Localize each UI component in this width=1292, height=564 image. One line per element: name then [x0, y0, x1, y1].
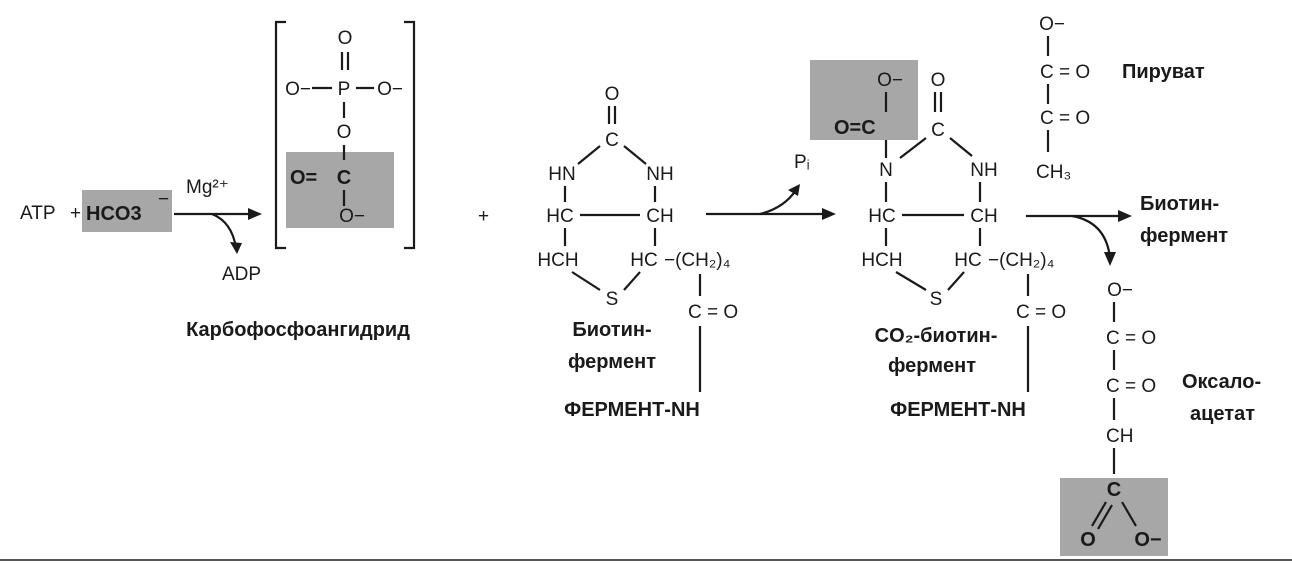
- single-bond-line: [571, 271, 601, 291]
- oxaloacetate-o2: O−: [1134, 529, 1161, 551]
- co2biotin-hch: HCH: [861, 250, 902, 271]
- pyruvate-label: Пируват: [1122, 61, 1205, 83]
- double-bond-line: [1091, 501, 1107, 527]
- oxaloacetate-carboxyl-highlight: [1060, 478, 1168, 556]
- biotin-hc: HC: [546, 206, 573, 227]
- mg-cofactor: Mg²⁺: [186, 177, 229, 198]
- adp-arrow-head: [230, 242, 242, 254]
- biotin-carbonyl: C = O: [688, 302, 738, 323]
- carboxyl-highlight: [286, 152, 394, 228]
- co2biotin-nh: NH: [970, 160, 997, 181]
- biotin-chain: −(CH₂)₄: [664, 250, 731, 271]
- pi-arrow-head: [788, 184, 800, 196]
- arrow-head-1: [248, 208, 262, 220]
- single-bond-line: [949, 137, 973, 157]
- single-bond-line: [1121, 501, 1137, 527]
- bridge-oxygen: O: [337, 122, 352, 143]
- biotin-sulfur: S: [606, 289, 619, 310]
- phosphate-o-right: O−: [377, 79, 403, 100]
- co2biotin-enzyme-nh: ФЕРМЕНТ-NH: [890, 399, 1026, 421]
- single-bond-line: [577, 145, 601, 165]
- bracket-left: [274, 20, 286, 250]
- biotin-hch: HCH: [537, 250, 578, 271]
- phosphorus-atom: P: [338, 79, 351, 100]
- biotin-enzyme-label-2: фермент: [568, 351, 656, 373]
- released-biotin-label-1: Биотин-: [1140, 193, 1219, 215]
- carboxyl-o-minus: O−: [339, 206, 365, 227]
- bracket-right: [404, 20, 416, 250]
- single-bond-line: [623, 145, 647, 165]
- co2biotin-n: N: [879, 160, 893, 181]
- pyruvate-o-minus: O−: [1039, 14, 1065, 35]
- carboxy-o-minus: O−: [877, 70, 903, 91]
- single-bond-line: [947, 271, 965, 291]
- carboxyl-carbon: C: [337, 167, 351, 189]
- co2biotin-hc2: HC: [954, 250, 981, 271]
- pyruvate-c1: C = O: [1040, 62, 1090, 83]
- co2biotin-sulfur: S: [930, 289, 943, 310]
- oxaloacetate-label-1: Оксало-: [1182, 371, 1261, 393]
- pyruvate-c2: C = O: [1040, 108, 1090, 129]
- co2-highlight: [810, 60, 918, 140]
- carbonyl-oxygen: O=: [290, 167, 317, 189]
- plus-sign: +: [70, 203, 81, 224]
- oxaloacetate-c2: C = O: [1106, 376, 1156, 397]
- co2biotin-label-1: CO₂-биотин-: [875, 325, 998, 347]
- pi-branch-arrow: [759, 189, 797, 216]
- phosphate-pi-label: Pᵢ: [794, 152, 810, 173]
- oxaloacetate-branch-arrow: [1071, 214, 1112, 259]
- co2biotin-hc: HC: [868, 206, 895, 227]
- biotin-nh-right: NH: [646, 164, 673, 185]
- pyruvate-ch3: CH₃: [1036, 162, 1071, 183]
- oxaloacetate-arrow-head: [1104, 252, 1116, 266]
- bicarbonate-charge: −: [158, 189, 169, 210]
- co2biotin-carbonyl: C = O: [1016, 302, 1066, 323]
- oxaloacetate-carboxyl-c: C: [1107, 479, 1121, 501]
- bicarbonate-highlight: [82, 190, 172, 232]
- released-biotin-label-2: фермент: [1140, 225, 1228, 247]
- co2biotin-carbon: C: [931, 120, 945, 141]
- bicarbonate-label: HCO3: [86, 203, 142, 225]
- co2biotin-oxygen: O: [931, 70, 946, 91]
- co2biotin-chain: −(CH₂)₄: [988, 250, 1055, 271]
- single-bond-line: [895, 271, 927, 291]
- co2biotin-label-2: фермент: [888, 355, 976, 377]
- biotin-enzyme-label-1: Биотин-: [572, 319, 651, 341]
- oxaloacetate-label-2: ацетат: [1190, 403, 1255, 425]
- biotin-carbon: C: [605, 130, 619, 151]
- arrow-head-2: [822, 208, 836, 220]
- single-bond-line: [899, 137, 927, 159]
- carbophosphoanhydride-label: Карбофосфоангидрид: [186, 319, 410, 341]
- oxaloacetate-o-minus: O−: [1107, 280, 1133, 301]
- phosphate-o-left: O−: [285, 79, 311, 100]
- biotin-hc2: HC: [630, 250, 657, 271]
- arrow-head-3: [1118, 210, 1132, 222]
- plus-between: +: [478, 206, 489, 227]
- single-bond-line: [623, 271, 641, 291]
- double-bond-line: [1097, 504, 1113, 530]
- biotin-nh-left: HN: [548, 164, 575, 185]
- biotin-ch: CH: [646, 206, 673, 227]
- biotin-oxygen: O: [605, 84, 620, 105]
- oxaloacetate-c1: C = O: [1106, 328, 1156, 349]
- co2biotin-ch: CH: [970, 206, 997, 227]
- adp-label: ADP: [222, 264, 261, 285]
- oxaloacetate-o: O: [1080, 529, 1096, 551]
- atp-label: ATP: [20, 203, 56, 224]
- carboxy-o-eq-c: O=C: [834, 117, 876, 139]
- enzyme-nh-label: ФЕРМЕНТ-NH: [564, 399, 700, 421]
- phosphate-o-top: O: [338, 28, 353, 49]
- oxaloacetate-ch: CH: [1106, 426, 1133, 447]
